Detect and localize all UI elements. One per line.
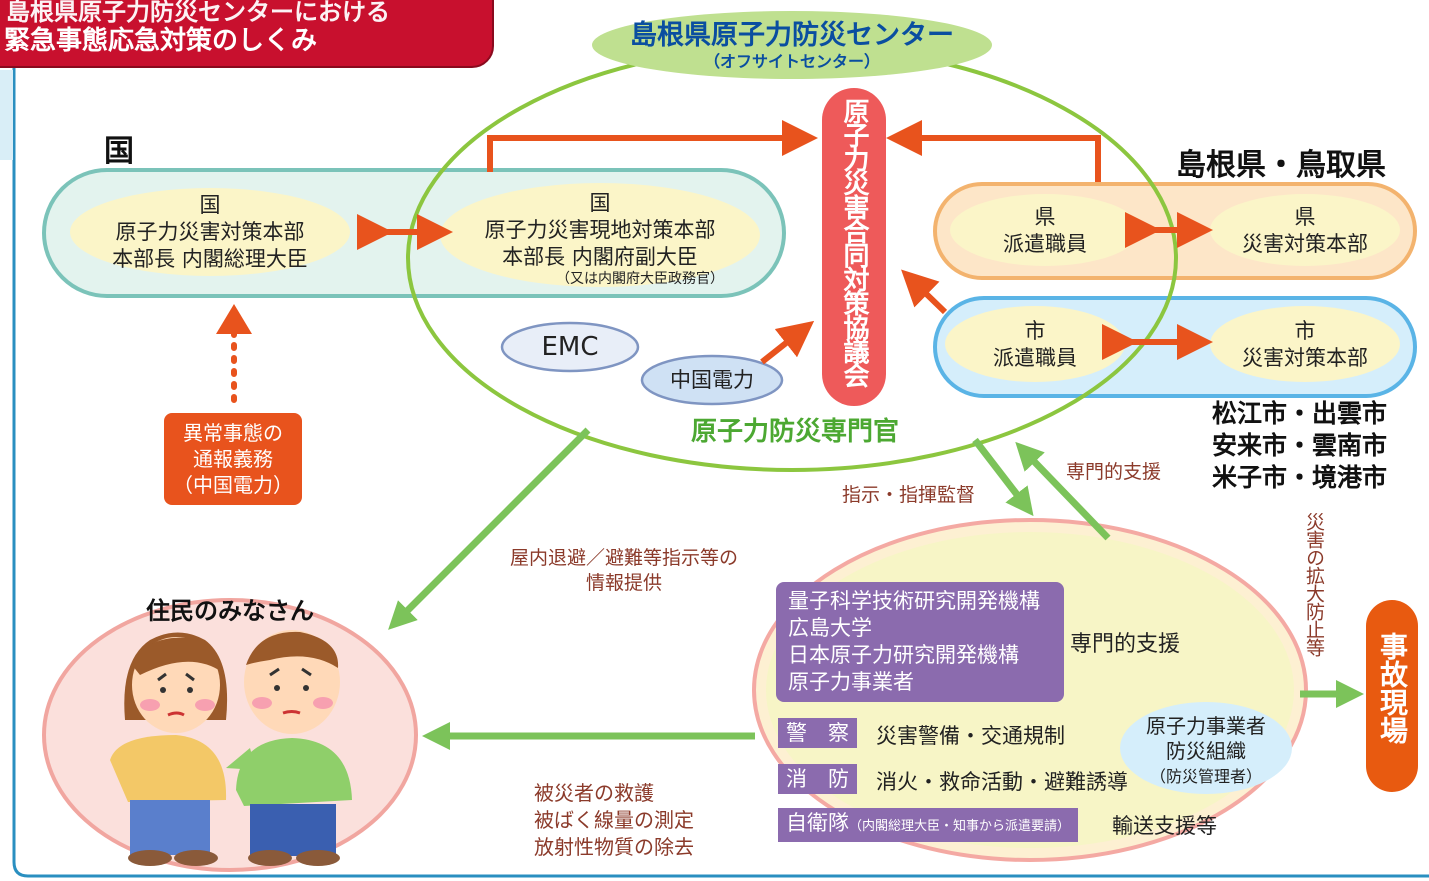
- local-hq-line-2: 原子力災害現地対策本部: [484, 218, 716, 242]
- direction-label: 指示・指揮監督: [842, 484, 976, 506]
- accident-site-label: 事故現場: [1376, 632, 1409, 744]
- chugoku-label: 中国電力: [670, 368, 754, 392]
- council-label: 原子力災害合同対策協議会: [839, 98, 869, 386]
- sdf-note: （内閣総理大臣・知事から派遣要請）: [849, 819, 1071, 834]
- residents-circle: [42, 598, 418, 872]
- expert-support-top-label: 専門的支援: [1066, 461, 1162, 483]
- arrow-info-to-residents: [388, 427, 591, 630]
- org-item: 量子科学技術研究開発機構: [788, 589, 1040, 613]
- national-hq-line-1: 国: [199, 193, 221, 217]
- title-line-2: 緊急事態応急対策のしくみ: [4, 26, 318, 56]
- accident-site-pill: [1366, 600, 1418, 792]
- city-names-line-1: 松江市・出雲市: [1212, 399, 1388, 428]
- city-dispatch-line-2: 派遣職員: [993, 346, 1077, 370]
- rescue-line-3: 放射性物質の除去: [534, 835, 694, 859]
- report-duty-line-1: 異常事態の: [183, 421, 283, 445]
- organizations-list: 量子科学技術研究開発機構 広島大学 日本原子力研究開発機構 原子力事業者: [788, 588, 1040, 696]
- local-hq-line-3: 本部長 内閣府副大臣: [502, 245, 698, 269]
- offsite-center-name: 島根県原子力防災センター: [630, 20, 954, 51]
- pref-hq-line-1: 県: [1294, 205, 1316, 229]
- national-local-hq: 国 原子力災害現地対策本部 本部長 内閣府副大臣: [460, 190, 740, 271]
- pref-dispatch-line-2: 派遣職員: [1003, 232, 1087, 256]
- arrow-direction: [972, 437, 1034, 517]
- operator-org: 原子力事業者 防災組織 （防災管理者）: [1126, 714, 1286, 789]
- evac-info-line-1: 屋内退避／避難等指示等の: [509, 547, 738, 569]
- rescue-line-2: 被ばく線量の測定: [534, 808, 694, 832]
- evac-info-label: 屋内退避／避難等指示等の 情報提供: [484, 546, 764, 596]
- operator-org-line-1: 原子力事業者: [1146, 714, 1266, 738]
- expert-support-mid-label: 専門的支援: [1070, 632, 1181, 657]
- local-hq-line-1: 国: [589, 191, 611, 215]
- emc-label: EMC: [541, 332, 599, 362]
- org-item: 広島大学: [788, 616, 872, 640]
- operator-note: （防災管理者）: [1149, 767, 1262, 786]
- org-item: 原子力事業者: [788, 670, 914, 694]
- arrow-pref-to-council: [886, 120, 1101, 182]
- sdf-tag-text: 自衛隊: [786, 811, 849, 835]
- pref-hq-line-2: 災害対策本部: [1242, 232, 1368, 256]
- national-hq-line-2: 原子力災害対策本部: [115, 220, 305, 244]
- arrow-city-to-council: [901, 269, 948, 315]
- residents-label: 住民のみなさん: [146, 597, 314, 625]
- fire-desc: 消火・救命活動・避難誘導: [876, 770, 1128, 794]
- prevent-spread-label: 災害の拡大防止等: [1303, 512, 1325, 656]
- city-dispatch-line-1: 市: [1024, 319, 1046, 343]
- residents-illustration: [110, 630, 352, 866]
- city-hq-line-1: 市: [1294, 319, 1316, 343]
- specialist-label: 原子力防災専門官: [690, 417, 899, 447]
- city-names: 松江市・出雲市 安来市・雲南市 米子市・境港市: [1212, 398, 1387, 494]
- sdf-tag: 自衛隊（内閣総理大臣・知事から派遣要請）: [778, 808, 1079, 842]
- page-frame: [12, 60, 1429, 878]
- rescue-label: 被災者の救護 被ばく線量の測定 放射性物質の除去: [534, 780, 694, 861]
- prefecture-heading: 島根県・鳥取県: [1176, 148, 1386, 183]
- national-heading: 国: [104, 134, 134, 169]
- local-hq-note: （又は内閣府大臣政務官）: [556, 271, 724, 287]
- left-stripe: [0, 70, 13, 160]
- title-line-1: 島根県原子力防災センターにおける: [6, 0, 390, 26]
- evac-info-line-2: 情報提供: [585, 572, 662, 594]
- sdf-desc: 輸送支援等: [1112, 814, 1217, 838]
- fire-tag: 消 防: [778, 764, 857, 794]
- city-names-line-3: 米子市・境港市: [1212, 463, 1388, 492]
- report-duty-line-2: 通報義務: [193, 447, 273, 471]
- police-desc: 災害警備・交通規制: [876, 724, 1065, 748]
- rescue-line-1: 被災者の救護: [534, 781, 654, 805]
- police-tag: 警 察: [778, 718, 857, 748]
- report-duty-line-3: （中国電力）: [173, 473, 293, 497]
- arrow-local-to-council: [487, 120, 818, 172]
- city-names-line-2: 安来市・雲南市: [1212, 431, 1388, 460]
- org-item: 日本原子力研究開発機構: [788, 643, 1019, 667]
- arrow-expert-support-up: [1015, 441, 1111, 541]
- national-hq: 国 原子力災害対策本部 本部長 内閣総理大臣: [70, 192, 350, 273]
- offsite-center-sub: （オフサイトセンター）: [703, 52, 880, 71]
- pref-dispatch-line-1: 県: [1034, 205, 1056, 229]
- report-duty-box: 異常事態の 通報義務 （中国電力）: [164, 420, 302, 498]
- city-hq-line-2: 災害対策本部: [1242, 346, 1368, 370]
- operator-org-line-2: 防災組織: [1166, 739, 1246, 763]
- arrow-chugoku-to-council: [760, 320, 815, 365]
- council-pill: [822, 88, 886, 406]
- diagram-title: 島根県原子力防災センターにおける 緊急事態応急対策のしくみ: [0, 0, 494, 68]
- national-hq-line-3: 本部長 内閣総理大臣: [112, 247, 308, 271]
